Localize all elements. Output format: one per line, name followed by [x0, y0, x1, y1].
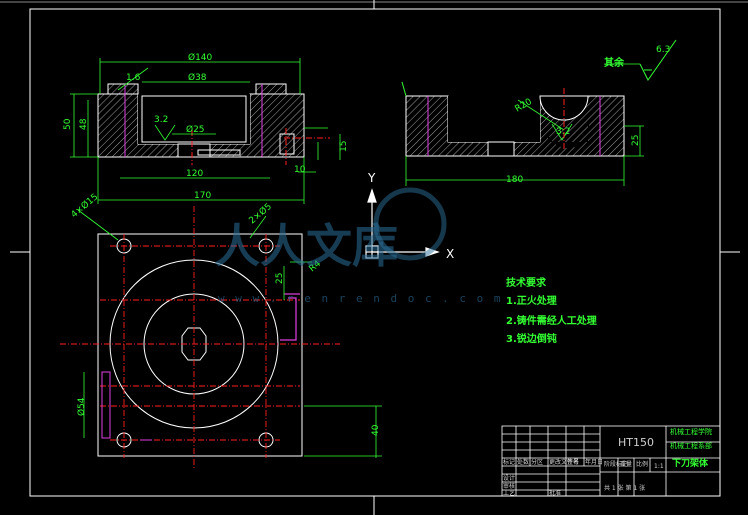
tb-dept: 机械工程系部 — [670, 441, 712, 450]
dim-front-10: 10 — [294, 165, 306, 175]
front-view: Ø140 Ø38 Ø25 1.6 3.2 120 170 50 48 15 10 — [63, 52, 349, 204]
dim-top-holes-left: 4×Ø15 — [69, 191, 100, 220]
tb-label: 批准 — [549, 489, 561, 497]
tb-school: 机械工程学院 — [670, 427, 712, 436]
watermark-url: w w w . r e n r e n d o c . c o m — [218, 292, 503, 305]
tb-scale: 1:1 — [654, 463, 664, 470]
title-block: HT150 机械工程学院 机械工程系部 下刀架体 1:1 共 1 张 第 1 张… — [501, 425, 721, 497]
dim-side-25: 25 — [631, 135, 641, 146]
tb-label: 阶段标记 — [604, 460, 628, 468]
tb-label: 设计 — [503, 474, 515, 482]
tb-label: 分区 — [531, 458, 543, 466]
tb-label: 签名 — [567, 458, 579, 466]
tb-label: 更改文件号 — [549, 458, 579, 466]
tb-material: HT150 — [618, 436, 654, 449]
dim-side-180: 180 — [506, 175, 523, 185]
note-item-3: 3.锐边倒钝 — [506, 332, 557, 345]
tb-labels: 标记处数分区更改文件号签名年月日设计审核工艺 批准 阶段标记重量比例 — [503, 458, 648, 497]
rough-label: 其余 — [604, 56, 625, 69]
dim-front-chamfer: 1.6 — [126, 73, 141, 83]
side-view: R20 3.2 25 180 6.3 其余 — [401, 39, 677, 186]
dim-front-inner: Ø38 — [188, 72, 207, 83]
tb-label: 处数 — [517, 458, 529, 466]
dim-front-48: 48 — [79, 118, 89, 130]
dim-front-roughness: 3.2 — [154, 115, 168, 125]
dim-top-54: Ø54 — [76, 397, 87, 416]
dim-front-170: 170 — [194, 191, 211, 201]
dim-front-15: 15 — [339, 141, 349, 152]
roughness-symbol — [639, 39, 677, 81]
dim-front-120: 120 — [186, 169, 203, 179]
tb-label: 审核 — [503, 482, 515, 490]
tb-label: 比例 — [636, 460, 648, 468]
tb-part-name: 下刀架体 — [672, 457, 709, 469]
dim-front-width: Ø140 — [188, 52, 213, 63]
dim-front-50: 50 — [63, 118, 73, 130]
axis-y-label: Y — [367, 171, 376, 185]
rough-value: 6.3 — [656, 45, 670, 55]
axis-x-label: X — [446, 247, 454, 261]
dim-side-roughness: 3.2 — [556, 127, 570, 137]
tb-label: 重量 — [620, 460, 632, 468]
tb-label: 标记 — [503, 458, 515, 466]
notes-title: 技术要求 — [506, 276, 547, 289]
dim-top-25: 25 — [275, 273, 285, 284]
note-item-2: 2.铸件需经人工处理 — [506, 314, 597, 327]
tb-label: 工艺 — [503, 489, 515, 497]
note-item-1: 1.正火处理 — [506, 294, 557, 307]
tb-sheet: 共 1 张 第 1 张 — [604, 484, 645, 492]
watermark-logo-text: 人人文库 — [214, 219, 398, 273]
watermark: 人人文库 w w w . r e n r e n d o c . c o m — [214, 187, 503, 305]
dim-front-small: Ø25 — [186, 124, 205, 135]
technical-notes: 技术要求 1.正火处理 2.铸件需经人工处理 3.锐边倒钝 — [506, 276, 597, 345]
dim-top-40: 40 — [371, 424, 381, 436]
tb-label: 年月日 — [585, 458, 603, 466]
